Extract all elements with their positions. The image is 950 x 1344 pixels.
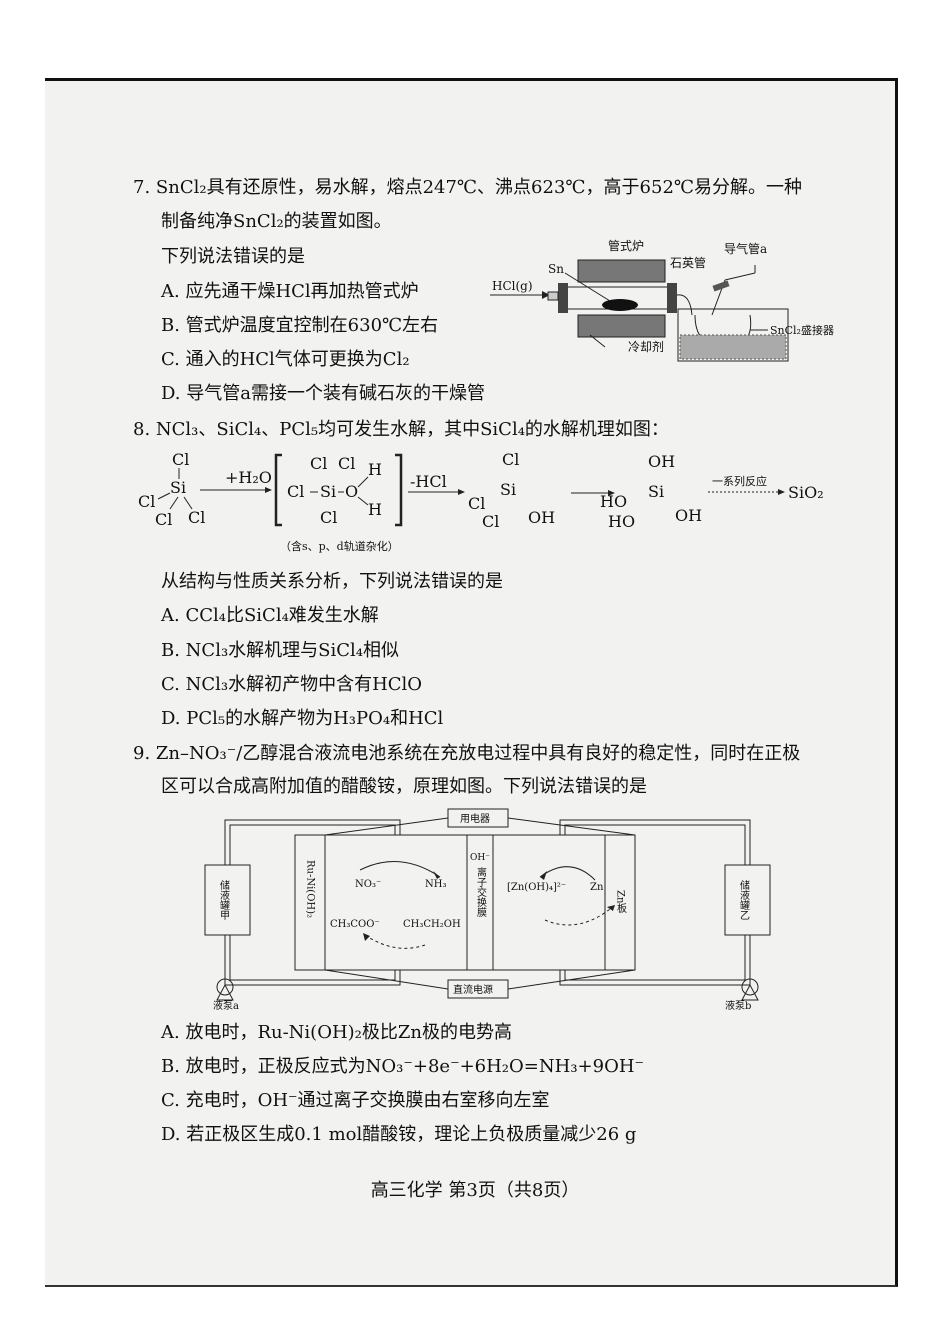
figure-label: H (368, 460, 382, 479)
figure-label: -HCl (410, 472, 447, 491)
figure-label: Cl (287, 482, 304, 501)
figure-label: Cl (310, 454, 327, 473)
figure-label: OH⁻ (470, 853, 490, 863)
figure-label: OH (528, 508, 555, 527)
figure-label: Si (170, 478, 186, 497)
q9-option-c: C. 充电时，OH⁻通过离子交换膜由右室移向左室 (161, 1090, 550, 1111)
label-membrane: 离子交换膜 (475, 866, 487, 918)
figure-label: NO₃⁻ (355, 879, 381, 890)
label-pump-b: 液泵b (725, 999, 751, 1010)
q7-apparatus-figure: 管式炉 石英管 导气管a Sn HCl(g) SnCl₂盛接器 冷却剂 (490, 238, 834, 362)
q7-option-a: A. 应先通干燥HCl再加热管式炉 (161, 281, 419, 302)
figure-label: Zn (590, 882, 604, 893)
q9-option-a: A. 放电时，Ru-Ni(OH)₂极比Zn极的电势高 (161, 1022, 512, 1043)
q8-prompt: 从结构与性质关系分析，下列说法错误的是 (161, 571, 503, 592)
q8-stem: 8. NCl₃、SiCl₄、PCl₅均可发生水解，其中SiCl₄的水解机理如图： (133, 419, 669, 440)
q7-option-b: B. 管式炉温度宜控制在630℃左右 (161, 315, 439, 336)
figure-label: Cl (155, 510, 172, 529)
label-receiver: SnCl₂盛接器 (770, 323, 834, 337)
figure-label: HO (600, 492, 627, 511)
q8-option-d: D. PCl₅的水解产物为H₃PO₄和HCl (161, 708, 444, 729)
label-electrode-left: Ru-Ni(OH)₂ (305, 860, 316, 918)
figure-label: Cl (188, 508, 205, 527)
q7-option-d: D. 导气管a需接一个装有碱石灰的干燥管 (161, 383, 485, 404)
figure-label: OH (648, 452, 675, 471)
figure-label: Cl (502, 450, 519, 469)
q9-option-d: D. 若正极区生成0.1 mol醋酸铵，理论上负极质量减少26 g (161, 1124, 637, 1145)
figure-label: [Zn(OH)₄]²⁻ (507, 882, 566, 893)
page-footer: 高三化学 第3页（共8页） (370, 1180, 580, 1201)
figure-label: CH₃CH₂OH (403, 919, 461, 930)
figure-label: Cl (338, 454, 355, 473)
figure-label: HO (608, 512, 635, 531)
label-gas-tube: 导气管a (724, 241, 767, 256)
figure-label: Cl (482, 512, 499, 531)
figure-label: NH₃ (425, 879, 446, 890)
figure-label: Cl (320, 508, 337, 527)
q7-stem-line2: 制备纯净SnCl₂的装置如图。 (161, 211, 392, 232)
figure-label: Si (500, 480, 516, 499)
label-furnace: 管式炉 (608, 238, 644, 253)
label-sn: Sn (548, 262, 564, 276)
figure-label: +H₂O (225, 468, 272, 487)
q7-option-c: C. 通入的HCl气体可更换为Cl₂ (161, 349, 410, 370)
label-quartz-tube: 石英管 (670, 255, 706, 270)
figure-label: 一系列反应 (712, 474, 767, 488)
figure-label: Cl (468, 494, 485, 513)
label-hcl: HCl(g) (492, 279, 533, 293)
label-coolant: 冷却剂 (628, 339, 664, 354)
figure-label: Cl (138, 492, 155, 511)
label-dc-source: 直流电源 (453, 983, 493, 996)
q8-option-b: B. NCl₃水解机理与SiCl₄相似 (161, 640, 399, 661)
q9-flow-battery-figure: 用电器 直流电源 储液罐甲 储液罐乙 液泵a 液泵b Ru-Ni(OH)₂ Zn… (204, 808, 771, 1010)
figure-label: CH₃COO⁻ (330, 919, 380, 930)
q9-option-b: B. 放电时，正极反应式为NO₃⁻+8e⁻+6H₂O=NH₃+9OH⁻ (161, 1056, 645, 1077)
figure-label: SiO₂ (788, 483, 824, 502)
label-tank-b: 储液罐乙 (738, 879, 750, 920)
q8-option-c: C. NCl₃水解初产物中含有HClO (161, 674, 423, 695)
q8-option-a: A. CCl₄比SiCl₄难发生水解 (161, 605, 379, 626)
exam-page (45, 78, 898, 1287)
figure-label: H (368, 500, 382, 519)
q9-stem-line1: 9. Zn–NO₃⁻/乙醇混合液流电池系统在充放电过程中具有良好的稳定性，同时在… (133, 743, 801, 764)
hybridization-note: （含s、p、d轨道杂化） (280, 539, 399, 553)
figure-label: Cl (172, 450, 189, 469)
figure-label: Si (648, 482, 664, 501)
label-tank-a: 储液罐甲 (218, 879, 230, 921)
label-electrode-right: Zn板 (615, 890, 627, 914)
q8-mechanism-figure: Si Cl Cl Cl Cl +H₂O Cl Cl Cl Si O H H Cl… (138, 450, 824, 553)
figure-label: Si (320, 482, 336, 501)
figure-label: O (345, 482, 358, 501)
figure-label: OH (675, 506, 702, 525)
q9-stem-line2: 区可以合成高附加值的醋酸铵，原理如图。下列说法错误的是 (161, 776, 647, 797)
label-pump-a: 液泵a (213, 999, 239, 1010)
q7-prompt: 下列说法错误的是 (161, 246, 305, 267)
q7-stem-line1: 7. SnCl₂具有还原性，易水解，熔点247℃、沸点623℃，高于652℃易分… (133, 177, 803, 198)
label-load: 用电器 (460, 812, 490, 825)
